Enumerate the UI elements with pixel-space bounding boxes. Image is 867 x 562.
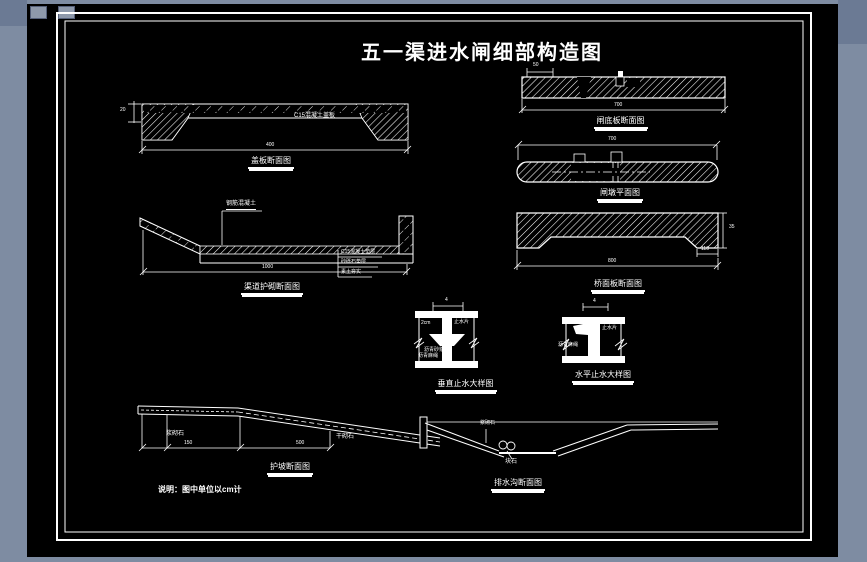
- pier-plan-width-dim: 700: [608, 136, 617, 142]
- drain-stone-label: 块石: [505, 459, 518, 465]
- cover-slab-material-label: C15混凝土盖板: [294, 113, 336, 119]
- window-button-1[interactable]: [30, 6, 47, 19]
- floor-slab-small-dim: 50: [533, 62, 539, 68]
- waterstop-h-left-label: 沥青麻绳: [558, 342, 579, 348]
- units-note: 说明：图中单位以cm计: [158, 485, 242, 494]
- cover-slab-width-dim: 400: [266, 142, 275, 148]
- slope-dim-a: 150: [184, 440, 193, 446]
- channel-lining-width-dim: 1000: [262, 264, 274, 270]
- waterstop-v-top-dim: 4: [445, 297, 448, 303]
- cover-slab-thickness-dim: 20: [120, 107, 126, 113]
- waterstop-v-right-label: 止水片: [454, 319, 470, 325]
- waterstop-v-mid-label-2: 沥青麻绳: [418, 353, 439, 359]
- slope-caption: 护坡断面图: [240, 462, 340, 475]
- waterstop-vertical-drawing: [413, 302, 480, 368]
- drain-caption: 排水沟断面图: [468, 478, 568, 491]
- left-toolbar-strip: [0, 0, 27, 26]
- bridge-slab-height-dim: 35: [729, 224, 735, 230]
- drawing-title: 五一渠进水闸细部构造图: [361, 42, 603, 64]
- slope-protection-drawing: [137, 405, 441, 452]
- slope-left-material-label: 浆砌石: [166, 431, 185, 437]
- waterstop-v-mid-label-1: 沥青砂浆: [424, 347, 445, 353]
- drain-channel-drawing: [419, 416, 719, 460]
- channel-lining-drawing: [139, 210, 414, 278]
- channel-lining-material-label: 钢筋混凝土: [226, 201, 257, 210]
- bridge-slab-caption: 桥面板断面图: [558, 279, 678, 292]
- waterstop-v-left-label: 2cm: [421, 320, 431, 326]
- waterstop-v-caption: 垂直止水大样图: [408, 379, 523, 392]
- channel-lining-layer-2: 砂砾石垫层: [341, 259, 367, 265]
- pier-plan-drawing: [514, 140, 721, 183]
- bridge-slab-drawing: [513, 212, 727, 270]
- channel-lining-caption: 渠道护砌断面图: [212, 282, 332, 295]
- channel-lining-layer-3: 素土夯实: [341, 269, 362, 275]
- channel-lining-layer-1: C15混凝土垫层: [341, 249, 376, 255]
- bridge-slab-width-dim: 800: [608, 258, 617, 264]
- cover-slab-drawing: [128, 101, 412, 154]
- waterstop-h-top-dim: 4: [593, 298, 596, 304]
- right-toolbar-strip: [838, 0, 867, 44]
- drain-top-material-label: 浆砌石: [480, 420, 496, 426]
- waterstop-horizontal-drawing: [559, 303, 628, 363]
- sheet-border-frame: [56, 12, 812, 541]
- cover-slab-caption: 盖板断面图: [216, 156, 326, 169]
- bridge-slab-leg-dim: 110: [701, 246, 709, 252]
- slope-right-material-label: 干砌石: [336, 434, 355, 440]
- slope-dim-b: 500: [296, 440, 305, 446]
- floor-slab-caption: 闸底板断面图: [563, 116, 678, 129]
- floor-slab-drawing: [518, 68, 729, 114]
- waterstop-h-caption: 水平止水大样图: [548, 370, 658, 383]
- pier-plan-caption: 闸墩平面图: [565, 188, 675, 201]
- waterstop-h-right-label: 止水片: [602, 325, 618, 331]
- floor-slab-width-dim: 700: [614, 102, 623, 108]
